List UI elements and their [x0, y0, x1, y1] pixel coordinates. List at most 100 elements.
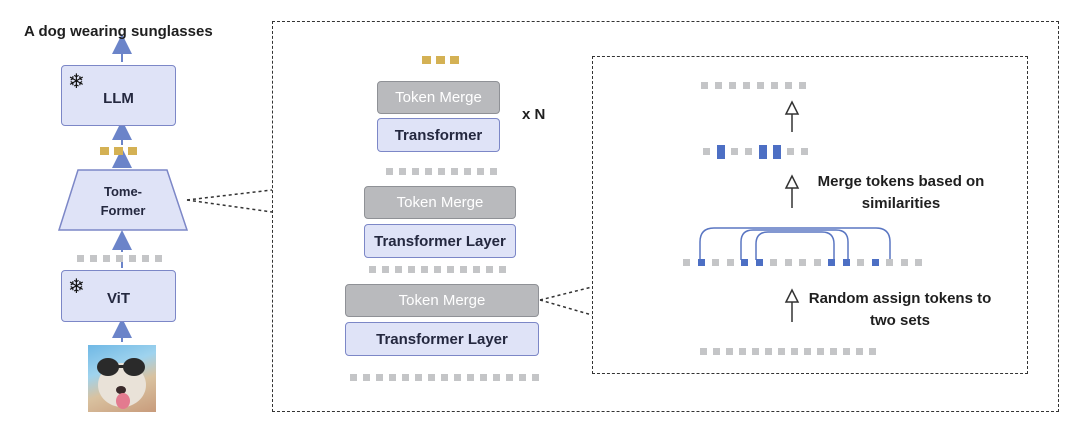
output-token — [436, 56, 445, 64]
token — [770, 259, 777, 266]
tomeformer-label: Tome- Former — [59, 182, 187, 220]
llm-block: ❄ LLM — [61, 65, 176, 126]
token-merge-detail-panel — [592, 56, 1028, 374]
token — [438, 168, 445, 175]
tomeformer-label-line2: Former — [100, 203, 146, 218]
token — [473, 266, 480, 273]
token — [412, 168, 419, 175]
token — [421, 266, 428, 273]
token — [460, 266, 467, 273]
token — [369, 266, 376, 273]
token — [801, 148, 808, 155]
token — [116, 255, 123, 262]
token — [467, 374, 474, 381]
token — [791, 348, 798, 355]
token — [713, 348, 720, 355]
similarity-arc-2 — [740, 229, 849, 260]
llm-label: LLM — [103, 90, 134, 107]
tomeformer-detail-panel — [272, 21, 1059, 412]
token — [752, 348, 759, 355]
token — [493, 374, 500, 381]
token — [813, 259, 821, 266]
token — [729, 82, 736, 89]
token — [408, 266, 415, 273]
token — [402, 374, 409, 381]
zoom-line-bottom — [186, 199, 273, 213]
token — [486, 266, 493, 273]
merged-token — [773, 145, 781, 159]
token — [451, 168, 458, 175]
output-token — [114, 147, 123, 155]
merged-token — [755, 259, 763, 266]
token — [90, 255, 97, 262]
token — [799, 82, 806, 89]
token — [745, 148, 752, 155]
token — [900, 259, 908, 266]
token — [712, 259, 719, 266]
merged-token — [828, 259, 835, 266]
token — [129, 255, 136, 262]
token-merge-block-2: Token Merge — [364, 186, 516, 219]
token — [787, 148, 794, 155]
output-token — [422, 56, 431, 64]
token — [799, 259, 806, 266]
merge-step-line2: similarities — [861, 195, 941, 212]
snowflake-icon: ❄ — [68, 276, 85, 298]
output-token — [450, 56, 459, 64]
merged-token — [697, 259, 705, 266]
token — [441, 374, 448, 381]
token — [532, 374, 539, 381]
dog-with-sunglasses-photo — [88, 345, 156, 412]
merged-token — [717, 145, 725, 159]
token — [715, 82, 722, 89]
merge-step-line1: Merge tokens based on — [817, 173, 985, 190]
assign-step-label: Random assign tokens to two sets — [800, 288, 1000, 332]
token — [700, 348, 707, 355]
token — [830, 348, 837, 355]
token-merge-block-1: Token Merge — [377, 81, 500, 114]
assign-step-line2: two sets — [869, 312, 930, 329]
token — [399, 168, 406, 175]
token — [155, 255, 162, 262]
similarity-arc-3 — [755, 231, 835, 260]
output-caption: A dog wearing sunglasses — [24, 23, 213, 40]
token — [683, 259, 690, 266]
merged-token — [759, 145, 767, 159]
token — [915, 259, 922, 266]
token — [480, 374, 487, 381]
token — [817, 348, 824, 355]
token — [386, 168, 393, 175]
token — [363, 374, 370, 381]
token — [389, 374, 396, 381]
vit-block: ❄ ViT — [61, 270, 176, 322]
token — [785, 82, 792, 89]
token — [447, 266, 454, 273]
transformer-layer-block-3: Transformer Layer — [345, 322, 539, 356]
token — [886, 259, 893, 266]
zoom-line-top — [186, 189, 273, 201]
token — [477, 168, 484, 175]
token — [415, 374, 422, 381]
token — [519, 374, 526, 381]
token — [77, 255, 84, 262]
token — [743, 82, 750, 89]
zoom-line-merge-top — [539, 286, 593, 301]
merged-token — [871, 259, 879, 266]
token — [395, 266, 402, 273]
token — [425, 168, 432, 175]
token — [103, 255, 110, 262]
token — [499, 266, 506, 273]
token — [731, 148, 738, 155]
tomeformer-trapezoid — [57, 169, 189, 231]
output-token — [128, 147, 137, 155]
dog-illustration — [97, 358, 146, 409]
merge-step-label: Merge tokens based on similarities — [806, 171, 996, 215]
repeat-label: x N — [522, 106, 546, 123]
assign-step-line1: Random assign tokens to — [808, 290, 992, 307]
token — [142, 255, 149, 262]
token — [804, 348, 811, 355]
tomeformer-label-line1: Tome- — [103, 184, 143, 199]
merged-token — [842, 259, 850, 266]
token — [382, 266, 389, 273]
